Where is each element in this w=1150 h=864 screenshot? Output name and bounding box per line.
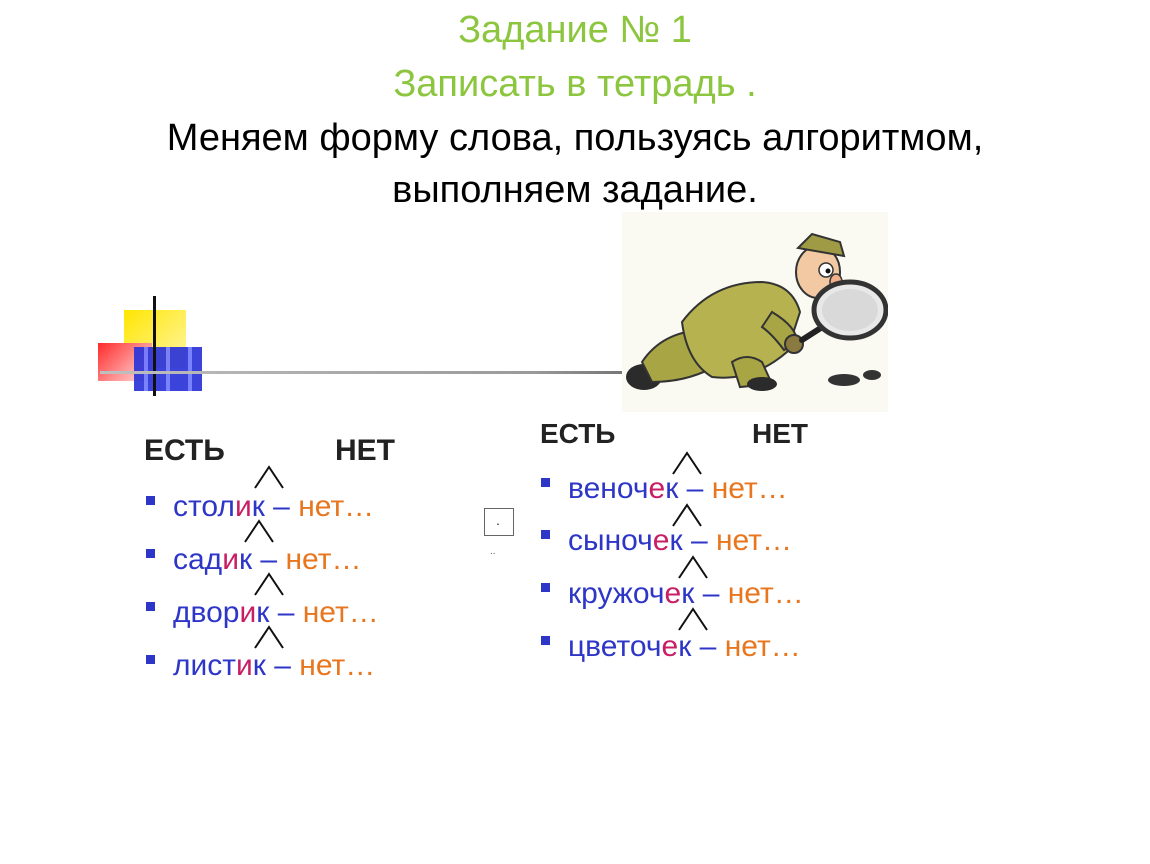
word-stem: кружоч — [568, 577, 665, 610]
suffix-mark-icon — [254, 625, 284, 649]
dash: – — [678, 472, 712, 505]
dash: – — [264, 490, 299, 523]
list-item: кружочек – нет… — [541, 577, 804, 611]
dash: – — [265, 649, 300, 682]
bullet-icon — [541, 635, 550, 645]
fleeting-vowel: е — [664, 577, 682, 610]
list-item: столик – нет… — [146, 490, 374, 524]
net-text: нет… — [715, 524, 792, 557]
left-header-yes: ЕСТЬ — [144, 434, 225, 467]
fleeting-vowel: и — [236, 649, 253, 682]
bullet-icon — [541, 582, 550, 592]
fleeting-vowel: и — [234, 490, 252, 523]
dash: – — [269, 596, 303, 629]
word-ending: к — [238, 543, 253, 576]
instruction-line-1: Меняем форму слова, пользуясь алгоритмом… — [166, 117, 984, 159]
dash: – — [694, 577, 728, 610]
suffix-mark-icon — [244, 519, 274, 543]
suffix-mark-icon — [672, 451, 702, 475]
word-stem: сад — [173, 543, 223, 576]
word-stem: веноч — [568, 472, 649, 505]
list-item: садик – нет… — [146, 543, 361, 577]
word-ending: к — [252, 649, 266, 682]
decor-horizontal-line — [100, 371, 640, 374]
word-stem: стол — [173, 490, 235, 523]
word-ending: к — [251, 490, 265, 523]
bullet-icon — [146, 654, 155, 664]
placeholder-mark: . — [496, 512, 500, 528]
bullet-icon — [541, 529, 550, 539]
fleeting-vowel: е — [648, 472, 666, 505]
suffix-mark-icon — [254, 572, 284, 596]
fleeting-vowel: и — [222, 543, 239, 576]
dash: – — [252, 543, 286, 576]
decor-vertical-line — [153, 296, 156, 396]
dash: – — [691, 630, 725, 663]
net-text: нет… — [302, 596, 379, 629]
word-ending: к — [678, 630, 692, 663]
word-ending: к — [669, 524, 683, 557]
net-text: нет… — [285, 543, 362, 576]
fleeting-vowel: е — [661, 630, 679, 663]
list-item: дворик – нет… — [146, 596, 379, 630]
suffix-mark-icon — [672, 503, 702, 527]
bullet-icon — [541, 477, 550, 487]
net-text: нет… — [724, 630, 801, 663]
word-ending: к — [256, 596, 270, 629]
list-item: сыночек – нет… — [541, 524, 792, 558]
list-item: цветочек – нет… — [541, 630, 801, 664]
fleeting-vowel: и — [239, 596, 257, 629]
net-text: нет… — [727, 577, 804, 610]
bullet-icon — [146, 495, 155, 505]
right-header-no: НЕТ — [752, 418, 808, 449]
slide-title: Задание № 1 — [458, 9, 692, 51]
list-item: листик – нет… — [146, 649, 375, 683]
bullet-icon — [146, 548, 155, 558]
left-header-no: НЕТ — [335, 434, 395, 467]
suffix-mark-icon — [678, 607, 708, 631]
word-stem: двор — [173, 596, 240, 629]
word-stem: сыноч — [568, 524, 653, 557]
fleeting-vowel: е — [652, 524, 670, 557]
bullet-icon — [146, 601, 155, 611]
word-ending: к — [665, 472, 679, 505]
net-text: нет… — [299, 649, 376, 682]
slide-subtitle: Записать в тетрадь . — [393, 63, 757, 105]
list-item: веночек – нет… — [541, 472, 788, 506]
word-stem: цветоч — [568, 630, 662, 663]
net-text: нет… — [711, 472, 788, 505]
placeholder-dots: .. — [490, 546, 496, 557]
word-ending: к — [681, 577, 695, 610]
detective-illustration — [622, 212, 889, 412]
suffix-mark-icon — [678, 555, 708, 579]
right-header-yes: ЕСТЬ — [540, 418, 616, 449]
word-stem: лист — [173, 649, 237, 682]
dash: – — [682, 524, 716, 557]
suffix-mark-icon — [254, 465, 284, 489]
net-text: нет… — [298, 490, 375, 523]
decor-blue-square — [134, 347, 202, 391]
placeholder-box — [484, 508, 514, 536]
instruction-line-2: выполняем задание. — [392, 169, 758, 211]
